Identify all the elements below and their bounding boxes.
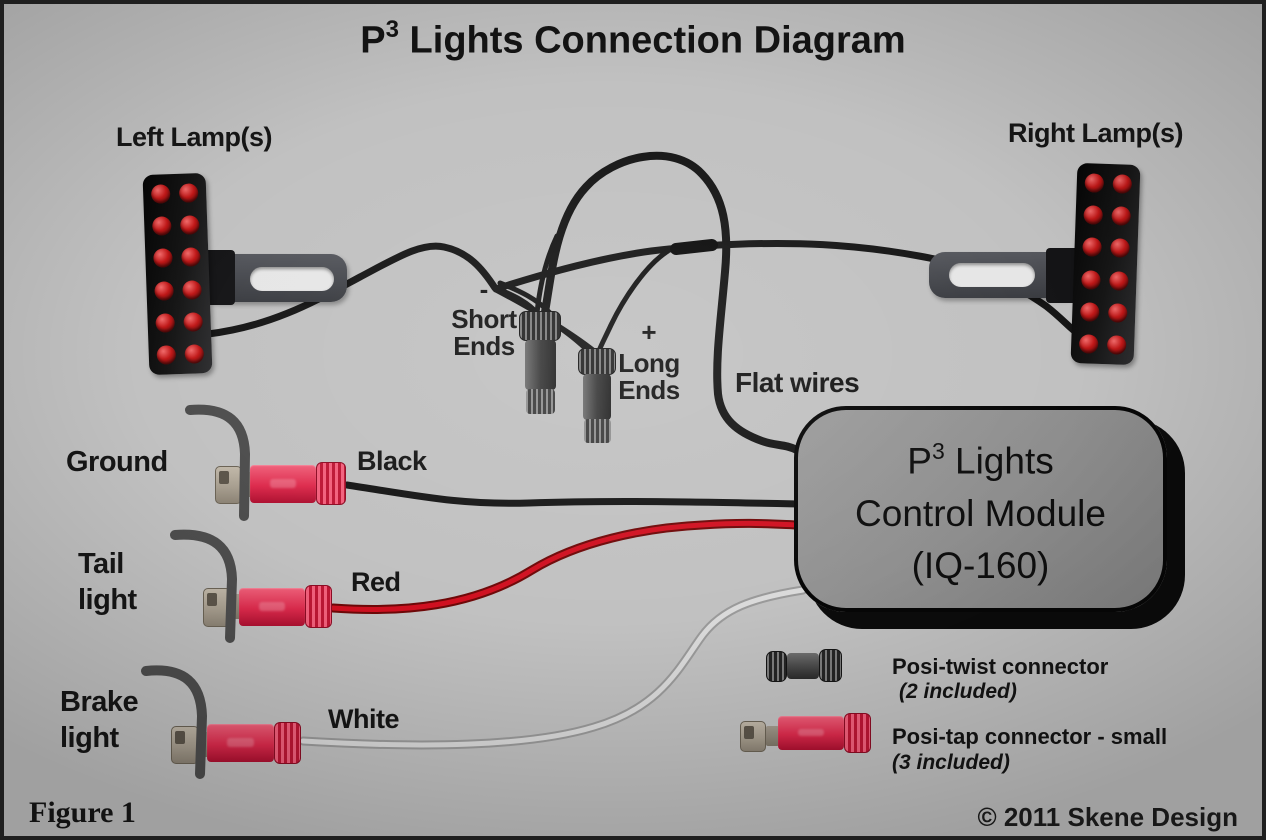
brake-tap-body	[207, 724, 274, 762]
left-lamp-label: Left Lamp(s)	[116, 122, 273, 152]
brake-tap-sheen	[227, 738, 254, 747]
right-lamp-label: Right Lamp(s)	[1008, 118, 1184, 148]
red-wire-label: Red	[351, 567, 401, 597]
tail-light-line2: light	[78, 584, 137, 616]
brake-light-line1: Brake	[60, 686, 139, 718]
ground-tap-body	[250, 465, 316, 503]
left-lamp	[142, 172, 213, 376]
legend-tap-body	[778, 716, 844, 750]
legend-twist-knurl-right	[819, 649, 842, 682]
legend-tap-cap	[740, 721, 766, 752]
tail-tap-ridge	[305, 585, 332, 628]
led-dot	[155, 312, 176, 333]
left-lamp-bracket-slot	[250, 267, 334, 291]
wire-loop-strand	[534, 233, 560, 316]
brake-tap-cap	[171, 726, 199, 764]
led-dot	[1112, 174, 1133, 194]
tail-tap-cap	[203, 588, 231, 627]
led-dot	[182, 279, 202, 300]
control-module: P3 Lights Control Module (IQ-160)	[794, 406, 1167, 612]
short-ends-line1: Short	[451, 304, 517, 334]
long-ends-sign: +	[641, 317, 657, 347]
led-dot	[153, 248, 173, 269]
led-dot	[154, 280, 174, 301]
wire-ground-black	[343, 481, 803, 508]
led-dot	[1083, 205, 1104, 226]
page-title: P3 Lights Connection Diagram	[4, 16, 1262, 63]
led-dot	[1109, 270, 1129, 291]
led-dot	[150, 184, 171, 204]
long-ends-line2: Ends	[618, 375, 680, 405]
ground-tap-cap	[215, 466, 242, 504]
brake-tap-notch	[175, 731, 185, 744]
figure-caption: Figure 1	[29, 796, 136, 829]
led-dot	[1084, 173, 1105, 193]
brake-tap-ridge	[274, 722, 301, 764]
legend-tap-note: (3 included)	[892, 751, 1010, 774]
wire-tail-red-outline	[328, 518, 804, 615]
legend-tap-ridge	[844, 713, 871, 753]
legend-twist-body	[787, 653, 819, 679]
title-superscript: 3	[385, 16, 399, 43]
led-dot	[1081, 269, 1101, 290]
led-dot	[178, 183, 199, 203]
ground-tap-ridge	[316, 462, 346, 505]
brake-light-label: Brake light	[60, 684, 139, 756]
tail-light-label: Tail light	[78, 546, 137, 618]
led-dot	[1107, 302, 1128, 323]
flat-wires-label: Flat wires	[735, 367, 860, 398]
module-line1-prefix: P	[907, 440, 932, 482]
long-ends-line1: Long	[618, 348, 680, 378]
module-line1-rest: Lights	[944, 440, 1054, 482]
legend-tap-label: Posi-tap connector - small	[892, 724, 1168, 749]
legend-twist-label: Posi-twist connector	[892, 654, 1109, 679]
led-dot	[1111, 206, 1132, 227]
legend-tap-sheen	[797, 728, 825, 737]
led-dot	[181, 247, 201, 268]
right-lamp	[1070, 162, 1141, 366]
led-dot	[179, 215, 200, 236]
module-line1-superscript: 3	[931, 438, 945, 465]
module-line3: (IQ-160)	[911, 544, 1050, 586]
legend-twist-knurl-left	[766, 651, 787, 682]
led-dot	[1079, 301, 1100, 322]
copyright-text: © 2011 Skene Design	[977, 802, 1238, 832]
title-text: P	[360, 19, 386, 62]
led-dot	[1110, 238, 1130, 259]
wire-tail-red	[330, 520, 802, 613]
tail-tap-body	[239, 588, 305, 626]
right-lamp-bracket-slot	[949, 263, 1035, 287]
legend-twist-note: (2 included)	[899, 680, 1017, 703]
ground-tap-notch	[219, 471, 229, 484]
led-dot	[183, 311, 204, 332]
tail-tap-notch	[207, 593, 217, 606]
tail-tap-sheen	[258, 602, 286, 611]
legend-tap-notch	[744, 726, 754, 739]
module-line2: Control Module	[855, 492, 1106, 534]
short-ends-sign: -	[479, 274, 489, 304]
led-dot	[1106, 335, 1127, 355]
wire-splice	[670, 239, 718, 255]
short-ends-line2: Ends	[453, 331, 515, 361]
ground-label: Ground	[66, 446, 168, 478]
module-line1: P3 Lights	[907, 426, 1054, 487]
led-dot	[184, 344, 205, 364]
black-wire-label: Black	[357, 446, 427, 476]
ground-tap-sheen	[269, 479, 297, 488]
tail-light-line1: Tail	[78, 548, 124, 580]
white-wire-label: White	[328, 704, 400, 734]
title-rest: Lights Connection Diagram	[399, 19, 906, 62]
short-ends-connector-ridge	[526, 389, 555, 414]
led-dot	[151, 216, 172, 237]
brake-light-line2: light	[60, 722, 119, 754]
long-ends-connector-ridge	[584, 419, 611, 443]
led-dot	[1082, 237, 1102, 258]
led-dot	[156, 345, 177, 365]
led-dot	[1078, 334, 1099, 354]
